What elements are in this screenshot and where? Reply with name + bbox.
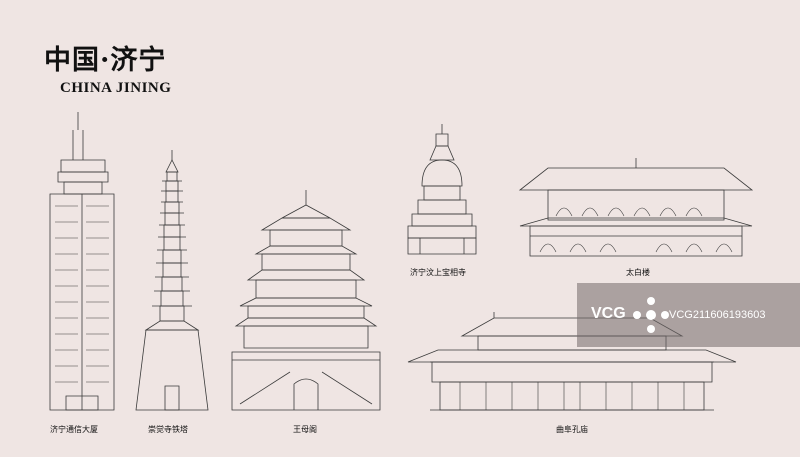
jining-telecom-building-drawing [50,112,114,410]
label-qufu-confucius-temple: 曲阜孔庙 [556,425,588,434]
label-baoxiang-temple: 济宁汶上宝相寺 [410,268,466,277]
page-subtitle: CHINA JINING [60,80,172,96]
wangmu-pavilion-drawing [232,190,380,410]
watermark-brand: VCG [591,305,626,322]
label-wangmu-pavilion: 王母阁 [293,425,317,434]
chongjue-temple-iron-pagoda-drawing [136,150,208,410]
taibai-tower-drawing [520,158,752,256]
page-title: 中国·济宁 [44,45,167,76]
watermark-logo-icon [633,297,669,333]
label-taibai-tower: 太白楼 [626,268,650,277]
label-chongjue-iron-pagoda: 崇觉寺铁塔 [148,425,188,434]
qufu-confucius-temple-drawing [408,312,736,410]
baoxiang-temple-stupa-drawing [408,124,476,254]
watermark-overlay: VCG VCG211606193603 [577,283,800,347]
watermark-id: VCG211606193603 [669,309,766,321]
label-jining-telecom-building: 济宁通信大厦 [50,425,98,434]
